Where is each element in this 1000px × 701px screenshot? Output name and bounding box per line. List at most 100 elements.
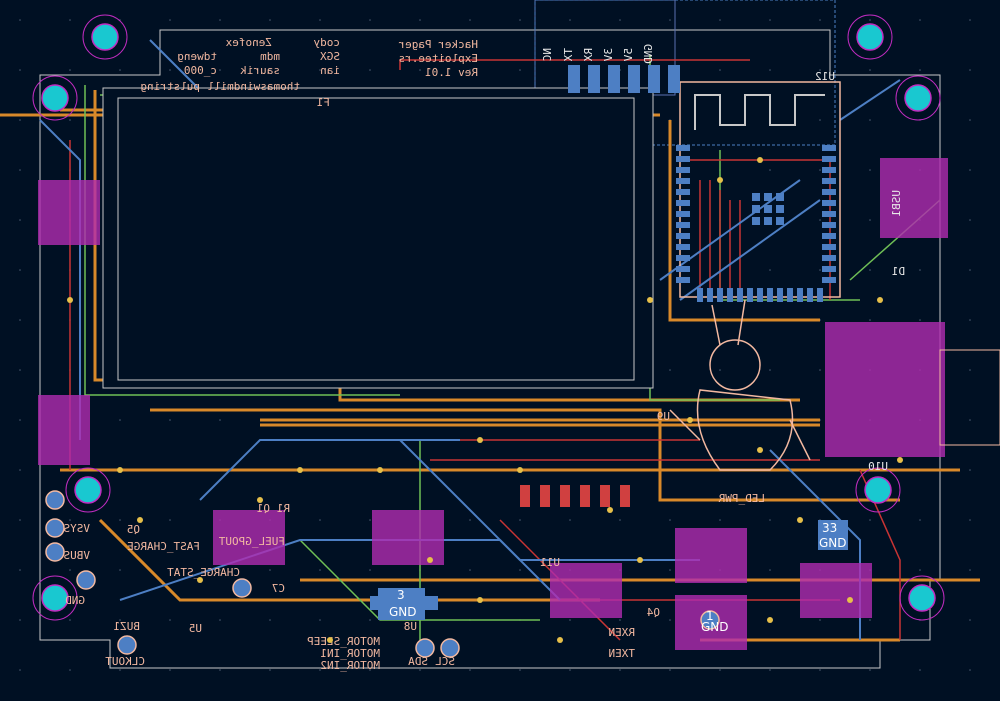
module-pad — [757, 288, 763, 302]
module-pad — [822, 266, 836, 272]
grid-dot — [19, 269, 21, 271]
led-pad — [560, 485, 570, 507]
via — [877, 297, 883, 303]
credit: ian — [320, 64, 340, 77]
label-u11: U11 — [540, 556, 560, 569]
grid-dot — [869, 619, 871, 621]
button-courtyard — [372, 510, 444, 565]
grid-dot — [69, 569, 71, 571]
led-pad — [540, 485, 550, 507]
grid-dot — [169, 669, 171, 671]
grid-dot — [819, 69, 821, 71]
u12-module — [679, 81, 841, 298]
mounting-holes — [32, 14, 945, 621]
grid-dot — [519, 19, 521, 21]
test-points — [45, 490, 720, 658]
grid-dot — [219, 69, 221, 71]
via — [687, 417, 693, 423]
grid-dot — [669, 19, 671, 21]
label-u8: U8 — [404, 620, 417, 633]
label-usb1: USB1 — [890, 190, 903, 217]
via — [327, 637, 333, 643]
credit: c_000 — [184, 64, 217, 77]
back-silkscreen-text: Hacker Pager Exploitee.rs Rev 1.01 cody … — [64, 36, 906, 672]
gnd-pad-33 — [818, 520, 848, 550]
grid-dot — [369, 569, 371, 571]
grid-dot — [169, 519, 171, 521]
grid-dot — [969, 219, 971, 221]
module-pad — [676, 211, 690, 217]
label-gnd: GND — [65, 594, 85, 607]
grid-dot — [919, 69, 921, 71]
grid-dot — [469, 19, 471, 21]
label-q1: Q1 — [257, 502, 270, 515]
credit: Zenofex — [225, 36, 272, 49]
grid-dot — [969, 669, 971, 671]
grid-dot — [969, 369, 971, 371]
grid-dot — [819, 369, 821, 371]
via — [377, 467, 383, 473]
grid-dot — [19, 219, 21, 221]
pin-label: TX — [562, 48, 575, 62]
button-courtyard — [800, 563, 872, 618]
label-q4: Q4 — [646, 606, 660, 619]
label-txen: TXEN — [609, 647, 636, 660]
grid-dot — [769, 169, 771, 171]
label-vbus: VBUS — [64, 549, 91, 562]
module-pad — [747, 288, 753, 302]
grid-dot — [69, 519, 71, 521]
grid-dot — [19, 669, 21, 671]
via — [427, 557, 433, 563]
module-pad — [767, 288, 773, 302]
grid-dot — [919, 19, 921, 21]
label-clkout: CLKOUT — [105, 655, 145, 668]
grid-dot — [219, 619, 221, 621]
grid-dot — [669, 669, 671, 671]
module-pad — [777, 288, 783, 302]
grid-dot — [119, 519, 121, 521]
grid-dot — [669, 369, 671, 371]
module-pad — [676, 222, 690, 228]
via — [67, 297, 73, 303]
pin-label: 3V — [602, 48, 615, 62]
module-pad — [817, 288, 823, 302]
via — [257, 497, 263, 503]
grid-dot — [969, 169, 971, 171]
left-switch — [38, 395, 90, 465]
module-pad — [676, 189, 690, 195]
label-u9: U9 — [657, 410, 670, 423]
module-pad — [727, 288, 733, 302]
via — [847, 597, 853, 603]
grid-dot — [469, 669, 471, 671]
grid-dot — [69, 619, 71, 621]
grid-dot — [219, 669, 221, 671]
grid-dot — [119, 619, 121, 621]
grid-dot — [169, 569, 171, 571]
u10-body — [939, 349, 1000, 446]
grid-dot — [919, 569, 921, 571]
grid-dot — [319, 619, 321, 621]
grid-dot — [369, 69, 371, 71]
module-pad — [676, 255, 690, 261]
via — [757, 447, 763, 453]
credit: cody — [313, 36, 340, 49]
module-pad — [822, 222, 836, 228]
grid-dot — [169, 619, 171, 621]
grid-dot — [919, 669, 921, 671]
grid-dot — [869, 69, 871, 71]
credit: pulstring — [140, 80, 200, 93]
module-pad — [676, 277, 690, 283]
grid-dot — [369, 669, 371, 671]
grid-dot — [119, 669, 121, 671]
led-pad — [620, 485, 630, 507]
grid-dot — [369, 619, 371, 621]
button-courtyard — [675, 528, 747, 583]
via — [297, 467, 303, 473]
label-fast-charge: FAST_CHARGE — [127, 540, 200, 553]
grid-dot — [669, 569, 671, 571]
module-pad — [822, 156, 836, 162]
grid-dot — [919, 519, 921, 521]
module-pad — [822, 277, 836, 283]
grid-dot — [419, 19, 421, 21]
